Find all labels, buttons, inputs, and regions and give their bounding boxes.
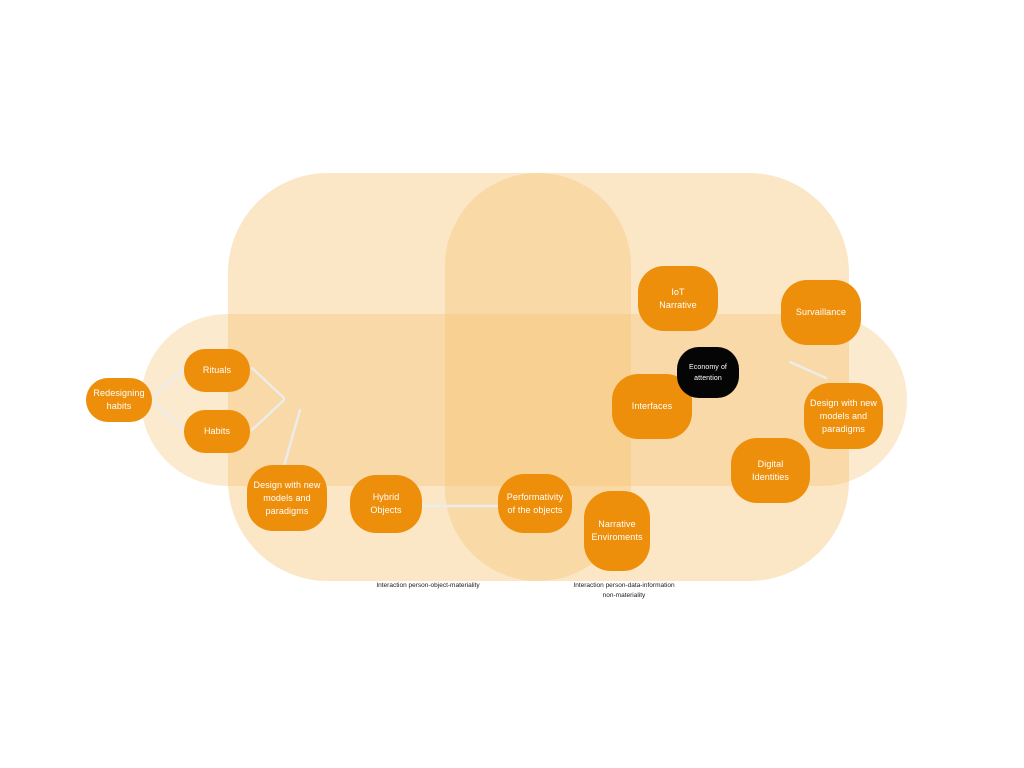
connector-rituals-join [250, 366, 286, 400]
node-economy-of-attention: Economy of attention [677, 347, 739, 398]
connector-habits-join [250, 398, 286, 432]
connector-survaillance-design [788, 360, 828, 380]
node-survaillance: Survaillance [781, 280, 861, 345]
node-habits: Habits [184, 410, 250, 453]
node-rituals: Rituals [184, 349, 250, 392]
node-iot-narrative: IoT Narrative [638, 266, 718, 331]
node-digital-identities: Digital Identities [731, 438, 810, 503]
connector-redesigning-habits [148, 398, 187, 432]
node-design-new-models-left: Design with new models and paradigms [247, 465, 327, 531]
caption-non-materiality: Interaction person-data-information non-… [573, 582, 675, 599]
node-redesigning-habits: Redesigning habits [86, 378, 152, 422]
connector-join-design [282, 408, 302, 468]
caption-materiality: Interaction person-object-materiality [376, 582, 480, 589]
node-narrative-environments: Narrative Enviroments [584, 491, 650, 571]
node-design-new-models-right: Design with new models and paradigms [804, 383, 883, 449]
connector-redesigning-rituals [148, 366, 187, 400]
node-hybrid-objects: Hybrid Objects [350, 475, 422, 533]
node-performativity-objects: Performativity of the objects [498, 474, 572, 533]
